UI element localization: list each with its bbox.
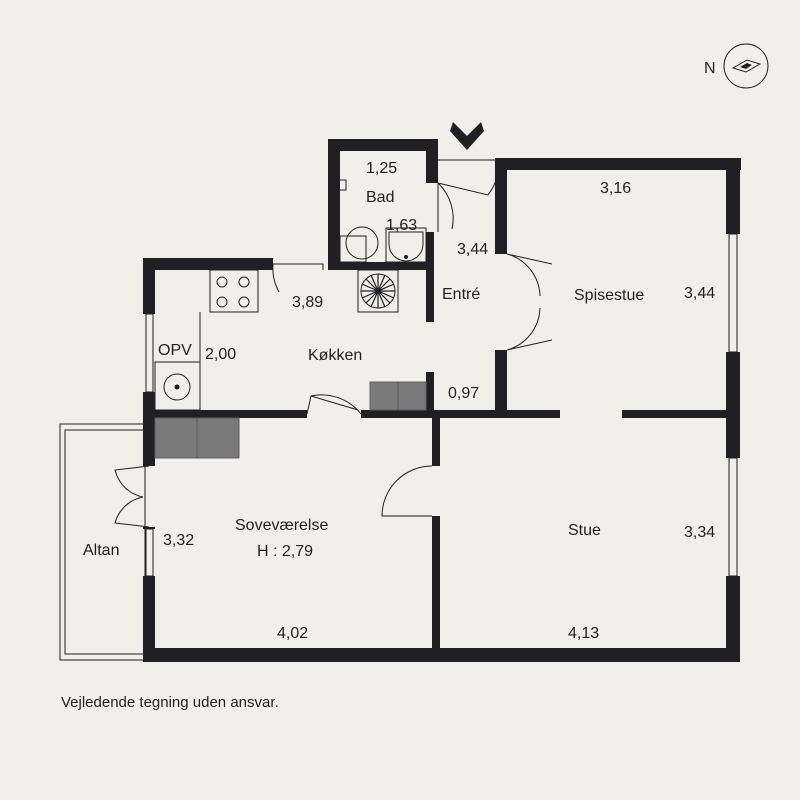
wall [361,410,560,418]
sovevaerelse-height: H : 2,79 [257,543,313,560]
wall [726,576,740,662]
wall [432,516,440,650]
stue-dim-side: 3,34 [684,524,715,541]
toilet-icon [339,226,379,263]
door-swing [306,394,362,415]
door-swing [506,307,553,351]
entrance-arrow-icon [450,122,484,150]
window [728,233,738,353]
window [145,528,154,577]
sovevaerelse-dim-side: 3,32 [163,532,194,549]
compass-letter: N [704,60,716,77]
wall [340,262,428,270]
sovevaerelse-name: Soveværelse [235,517,328,534]
wall [143,648,740,662]
wall [155,410,307,418]
wall [143,392,155,466]
door-swing [114,465,150,498]
wall [426,232,434,270]
spisestue-dim-side: 3,44 [684,285,715,302]
sovevaerelse-dim-bottom: 4,02 [277,625,308,642]
spiral-stair-icon [357,269,399,313]
wall [726,158,740,234]
door-swing [437,182,454,232]
spisestue-name: Spisestue [574,287,644,304]
wardrobe [369,381,399,411]
wall [622,410,730,418]
altan-name: Altan [83,542,119,559]
wall [328,139,340,270]
wall [143,576,155,662]
room-labels: 1,25 Bad 1,63 3,44 Entré 3,16 Spisestue … [83,160,715,642]
disclaimer: Vejledende tegning uden ansvar. [61,694,279,711]
wall [328,139,438,151]
wall [143,527,155,529]
kokken-closet: OPV [158,342,192,359]
stue-dim-bottom: 4,13 [568,625,599,642]
wardrobe [196,417,240,459]
door-swing [437,159,499,196]
doors [114,159,553,528]
tap-icon [340,179,347,191]
window [145,313,154,393]
wall [143,258,155,314]
wall [426,139,438,183]
fixtures [154,179,427,411]
wall [143,258,273,270]
door-swing [381,465,433,517]
wall [495,158,741,170]
sink-icon [154,361,201,411]
wall [426,270,434,322]
windows [145,233,738,577]
wall [726,352,740,458]
compass-icon [723,43,769,89]
kokken-name: Køkken [308,347,362,364]
wall [495,158,507,254]
spisestue-dim-top: 3,16 [600,180,631,197]
stove-icon [209,269,259,313]
bad-dim-side: 1,63 [386,217,417,234]
stue-name: Stue [568,522,601,539]
gang-dim: 0,97 [448,385,479,402]
door-swing [272,263,324,293]
kokken-dim-side: 2,00 [205,346,236,363]
door-swing [114,496,150,528]
bad-dim-top: 1,25 [366,160,397,177]
wall [432,418,440,466]
entre-dim: 3,44 [457,241,488,258]
wall [495,350,507,416]
window [728,457,738,577]
door-swing [506,253,553,297]
kokken-dim-top: 3,89 [292,294,323,311]
washbasin-icon [385,227,427,263]
bad-name: Bad [366,189,394,206]
wardrobe [397,381,427,411]
wardrobes [154,381,427,459]
entre-name: Entré [442,286,480,303]
wardrobe [154,417,198,459]
balcony-outline [59,423,146,661]
wall [426,372,434,418]
walls [143,139,741,662]
